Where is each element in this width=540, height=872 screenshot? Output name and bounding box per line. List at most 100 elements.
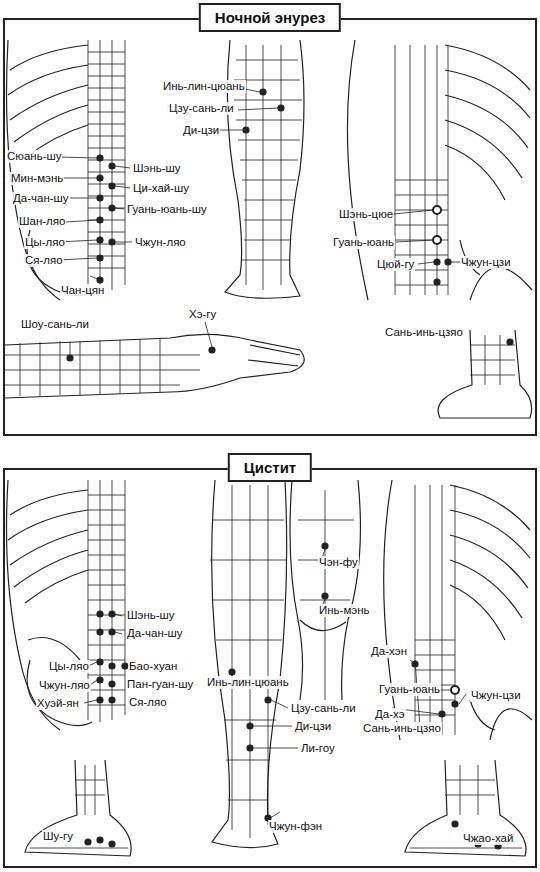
acupoint: [452, 701, 458, 707]
point-label: Инь-лин-цюань: [206, 676, 290, 689]
leg-outline: [212, 480, 361, 848]
meridian-grid: [30, 765, 128, 848]
point-label: Шу-гу: [42, 830, 74, 843]
point-label: Инь-лин-цюань: [162, 80, 246, 93]
acupoint: [247, 723, 253, 729]
leader-line: [70, 322, 212, 355]
torso-outline: [450, 585, 505, 640]
acupoint: [434, 279, 440, 285]
meridian-grid: [470, 335, 515, 385]
arm-outline: [248, 345, 300, 366]
back-outline: [14, 550, 88, 587]
meridian-grid: [88, 480, 125, 722]
acupoint: [85, 837, 115, 847]
acupoint: [260, 89, 266, 95]
back-outline: [10, 530, 88, 565]
point-label: Ся-ляо: [128, 696, 168, 709]
acupoint: [433, 206, 441, 214]
acupoint: [109, 629, 115, 635]
meridian-grid: [210, 520, 286, 800]
torso-outline: [450, 510, 530, 558]
point-label: Цы-ляо: [48, 660, 90, 673]
foot-outline: [405, 760, 526, 856]
acupoint: [67, 347, 215, 361]
acupoint: [97, 237, 103, 243]
foot-outline: [438, 330, 532, 418]
point-label: Цы-ляо: [24, 236, 66, 249]
point-label: Шоу-сань-ли: [20, 318, 90, 331]
meridian-grid: [5, 338, 200, 396]
acupoint: [109, 183, 115, 189]
panel-frame: Ночной энурез: [3, 18, 537, 436]
meridian-grid: [415, 485, 455, 735]
point-label: Чжун-цзи: [460, 256, 512, 269]
point-label: Ди-цзи: [294, 720, 332, 733]
torso-outline: [384, 480, 532, 740]
arm-outline: [5, 334, 304, 398]
foot-outline: [25, 760, 131, 856]
acupoint: [97, 155, 103, 161]
point-label: Чжун-ляо: [38, 679, 91, 692]
point-label: Чан-цян: [60, 284, 105, 297]
meridian-grid: [210, 485, 354, 838]
back-outline: [7, 480, 93, 730]
meridian-grid: [410, 765, 522, 848]
point-label: Ли-гоу: [300, 742, 336, 755]
leg-outline: [212, 480, 287, 848]
acupoint: [109, 163, 115, 169]
acupoint: [433, 236, 441, 244]
meridian-grid: [88, 40, 125, 292]
acupoint: [109, 697, 115, 703]
panel-heading: Цистит: [228, 453, 312, 482]
back-outline: [7, 480, 61, 730]
acupoint: [109, 611, 115, 617]
acupoint: [97, 837, 103, 843]
acupoint: [434, 259, 440, 265]
back-outline: [8, 510, 88, 540]
acupoint: [85, 839, 91, 845]
acupoint: [452, 821, 458, 827]
acupoint: [97, 155, 115, 283]
meridian-grid: [470, 335, 515, 385]
acupoint: [243, 127, 249, 133]
point-label: Да-чан-шу: [12, 192, 70, 205]
meridian-grid: [298, 490, 354, 700]
acupoint: [97, 677, 103, 683]
meridian-grid: [410, 765, 522, 848]
point-label: Да-чан-шу: [126, 627, 184, 640]
point-label: Ци-хай-шу: [132, 182, 190, 195]
meridian-grid: [415, 640, 455, 715]
point-label: Шэнь-шу: [126, 609, 176, 622]
meridian-grid: [88, 495, 125, 705]
acupoint: [439, 711, 445, 717]
point-label: Чжао-хай: [462, 832, 514, 845]
acupoint: [507, 339, 513, 345]
acupoint: [97, 611, 128, 703]
acupoint: [433, 206, 451, 285]
meridian-grid: [415, 485, 455, 735]
torso-outline: [347, 40, 532, 300]
acupoint: [109, 205, 115, 211]
acupoint: [109, 681, 115, 687]
point-label: Хуэй-ян: [36, 697, 80, 710]
meridian-grid: [88, 480, 125, 722]
acupoint: [109, 841, 115, 847]
acupoint: [243, 89, 284, 133]
acupoint: [109, 663, 115, 669]
acupoint: [322, 593, 328, 599]
leader-line: [58, 157, 132, 280]
acupoint: [451, 686, 459, 694]
point-label: Бао-хуан: [128, 660, 178, 673]
point-label: Чжун-ляо: [134, 236, 187, 249]
point-label: Гуань-юань-шу: [126, 203, 208, 216]
acupoint: [97, 217, 103, 223]
back-outline: [28, 638, 80, 661]
point-label: Да-хэн: [370, 645, 408, 658]
point-label: Шан-ляо: [18, 215, 66, 228]
point-label: Хэ-гу: [188, 308, 217, 321]
back-outline: [10, 45, 88, 70]
back-outline: [8, 65, 88, 95]
point-label: Шэнь-шу: [132, 162, 182, 175]
